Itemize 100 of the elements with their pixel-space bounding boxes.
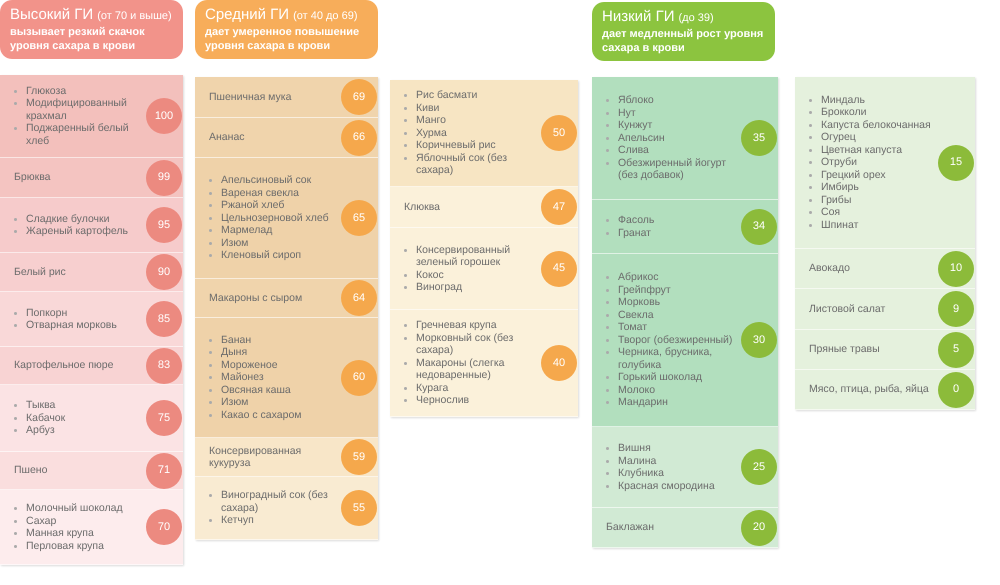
food-item: Молочный шоколад	[26, 502, 123, 514]
food-item: Творог (обезжиренный)	[618, 334, 732, 346]
food-item: Белый рис	[14, 266, 67, 278]
food-row	[592, 508, 778, 548]
food-item: Гречневая крупа	[416, 319, 497, 332]
food-item: Арбуз	[26, 424, 55, 437]
food-item: Авокадо	[809, 262, 851, 275]
food-item: Вишня	[618, 442, 651, 454]
category-title: Высокий ГИ	[10, 6, 94, 23]
food-item: Курага	[416, 382, 448, 394]
food-item: Дыня	[221, 346, 248, 359]
food-item: Фасоль	[618, 214, 654, 226]
food-item: Яблоко	[618, 94, 654, 107]
food-item: Сахар	[26, 514, 56, 527]
food-item: Клубника	[618, 467, 664, 480]
food-item: Манго	[416, 114, 446, 127]
food-item: Банан	[221, 334, 252, 346]
food-item: Слива	[618, 144, 649, 157]
food-item: Пшеничная мука	[209, 90, 292, 104]
food-row	[0, 75, 183, 158]
food-item: Консервированная кукуруза	[209, 444, 302, 470]
food-item: Ржаной хлеб	[221, 199, 284, 212]
food-item: Кунжут	[618, 119, 652, 132]
food-row	[0, 158, 183, 198]
food-item: Макароны (слегка недоваренные)	[416, 356, 506, 382]
food-item: Виноградный сок (без сахара)	[221, 489, 329, 514]
column-panel	[592, 77, 778, 548]
food-item: Яблочный сок (без сахара)	[416, 152, 508, 177]
food-item: Отруби	[821, 156, 857, 169]
food-item: Огурец	[821, 131, 856, 144]
food-item: Киви	[416, 102, 440, 114]
food-item: Макароны с сыром	[209, 292, 304, 304]
food-item: Виноград	[416, 281, 462, 294]
food-item: Нут	[618, 106, 636, 120]
food-item: Вареная свекла	[221, 186, 299, 200]
food-item: Овсяная каша	[221, 384, 291, 396]
column-panel	[795, 77, 975, 410]
food-item: Обезжиренный йогурт (без добавок)	[618, 156, 728, 182]
food-row	[0, 198, 183, 253]
food-item: Мясо, птица, рыба, яйца	[809, 383, 930, 396]
category-header	[0, 0, 183, 59]
food-item: Цветная капуста	[821, 144, 902, 156]
food-item: Изюм	[221, 236, 248, 250]
food-item: Попкорн	[26, 306, 68, 319]
food-item: Тыква	[26, 399, 56, 412]
food-item: Баклажан	[606, 521, 656, 534]
food-item: Рис басмати	[416, 89, 478, 102]
food-item: Томат	[618, 321, 648, 334]
food-item: Апельсиновый сок	[221, 174, 312, 187]
category-title: Средний ГИ	[205, 6, 290, 23]
food-item: Кабачок	[26, 412, 66, 424]
food-item: Грибы	[821, 194, 852, 206]
food-item: Грейпфрут	[618, 284, 671, 296]
food-row	[592, 200, 778, 254]
food-item: Ананас	[209, 131, 246, 144]
food-item: Сладкие булочки	[26, 212, 110, 225]
food-item: Малина	[618, 454, 656, 467]
food-item: Пшено	[14, 464, 48, 477]
food-row	[390, 310, 578, 417]
food-item: Жареный картофель	[26, 225, 128, 238]
food-row	[195, 77, 378, 118]
food-item: Абрикос	[618, 271, 659, 284]
food-item: Морковный сок (без сахара)	[416, 332, 514, 357]
food-item: Апельсин	[618, 132, 665, 144]
food-item: Гранат	[618, 226, 651, 239]
food-item: Коричневый рис	[416, 139, 496, 152]
food-item: Глюкоза	[26, 84, 66, 98]
food-row	[592, 77, 778, 200]
food-item: Хурма	[416, 126, 447, 140]
food-row	[390, 80, 578, 187]
food-item: Имбирь	[821, 181, 859, 194]
food-row	[0, 292, 183, 347]
food-row	[0, 452, 183, 490]
food-row	[0, 385, 183, 452]
food-item: Мандарин	[618, 396, 668, 409]
food-item: Мармелад	[221, 224, 272, 237]
food-item: Кленовый сироп	[221, 249, 302, 262]
food-row	[195, 118, 378, 158]
food-row	[0, 490, 183, 565]
food-row	[592, 427, 778, 508]
food-row	[795, 370, 975, 410]
food-row	[195, 477, 378, 540]
food-item: Капуста белокочанная	[821, 118, 931, 132]
food-row	[195, 158, 378, 279]
food-item: Кокос	[416, 268, 444, 281]
column-panel	[195, 77, 378, 540]
column-panel	[0, 75, 183, 565]
food-row	[390, 228, 578, 310]
food-item: Соя	[821, 206, 840, 219]
food-item: Свекла	[618, 308, 654, 322]
food-row	[795, 330, 975, 370]
food-row	[195, 279, 378, 318]
food-item: Майонез	[221, 371, 264, 384]
food-row	[592, 254, 778, 427]
food-item: Грецкий орех	[821, 168, 886, 182]
food-item: Чернослив	[416, 394, 470, 407]
food-item: Листовой салат	[809, 302, 886, 316]
range-note: (от 70 и выше)	[97, 10, 172, 22]
food-item: Манная крупа	[26, 527, 94, 540]
food-row	[795, 289, 975, 330]
